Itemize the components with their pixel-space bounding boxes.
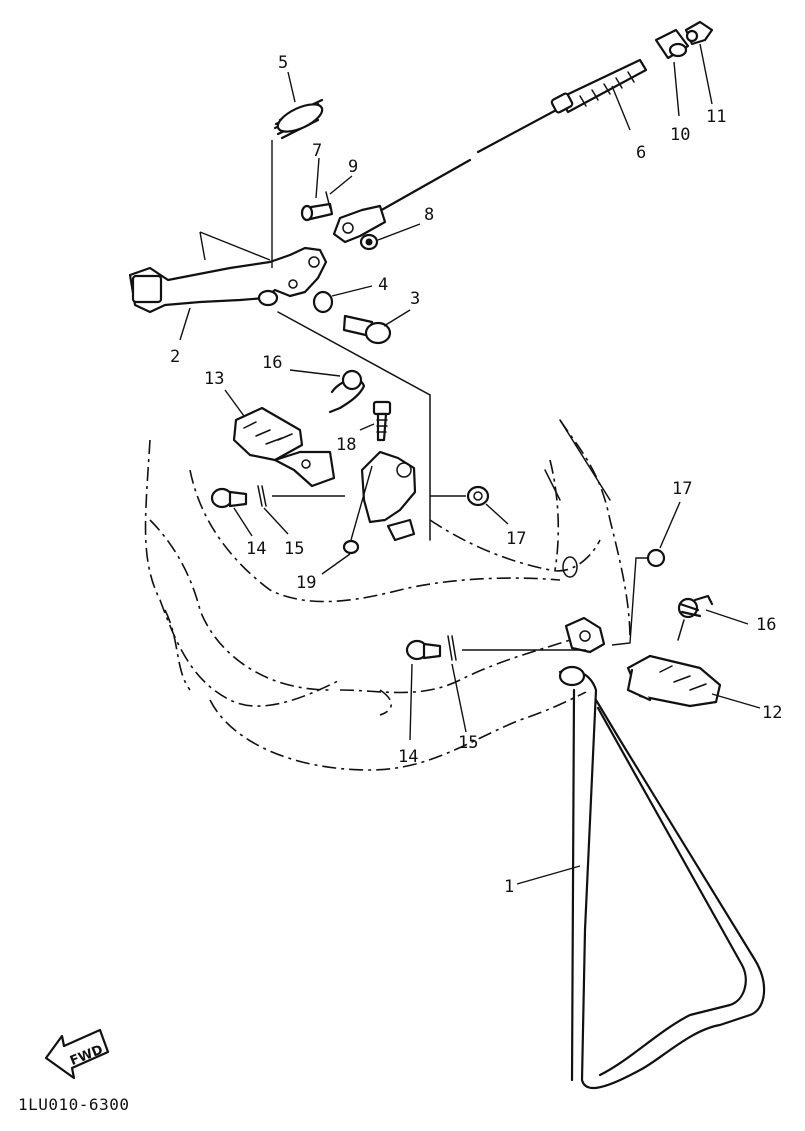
callout-2: 2 — [170, 347, 180, 367]
washer-17-upper — [466, 485, 490, 507]
side-stand — [558, 665, 766, 1090]
callout-11: 11 — [706, 107, 726, 127]
callout-17b: 17 — [672, 479, 692, 499]
diagram-code: 1LU010-6300 — [18, 1095, 129, 1114]
callout-18: 18 — [336, 435, 356, 455]
callout-15b: 15 — [458, 733, 478, 753]
callout-14a: 14 — [246, 539, 266, 559]
brake-rod — [332, 58, 648, 244]
brake-pedal — [128, 231, 328, 314]
callout-12: 12 — [762, 703, 782, 723]
callout-19: 19 — [296, 573, 316, 593]
callout-3: 3 — [410, 289, 420, 309]
return-spring — [273, 98, 324, 140]
callout-9: 9 — [348, 157, 358, 177]
callout-13: 13 — [204, 369, 224, 389]
left-footrest — [232, 369, 366, 488]
pivot-hardware — [312, 290, 392, 345]
frame-outline — [144, 419, 631, 771]
callout-14b: 14 — [398, 747, 418, 767]
callout-15a: 15 — [284, 539, 304, 559]
left-pin-set — [210, 485, 345, 509]
callout-17a: 17 — [506, 529, 526, 549]
callout-10: 10 — [670, 125, 690, 145]
right-pin-set — [405, 635, 586, 661]
callout-1: 1 — [504, 877, 514, 897]
callout-labels: 1 2 3 4 5 6 7 8 9 10 11 12 13 14 14 15 1… — [170, 53, 782, 897]
callout-5: 5 — [278, 53, 288, 73]
callout-16b: 16 — [756, 615, 776, 635]
right-footrest — [564, 548, 722, 708]
callout-4: 4 — [378, 275, 388, 295]
clevis-hardware — [300, 191, 379, 251]
callout-16a: 16 — [262, 353, 282, 373]
footrest-bracket — [277, 311, 431, 555]
bolt-18 — [372, 400, 392, 442]
callout-leaders — [179, 43, 761, 885]
callout-8: 8 — [424, 205, 434, 225]
forward-arrow: FWD — [44, 1028, 110, 1080]
adjuster-parts — [654, 20, 714, 60]
callout-7: 7 — [312, 141, 322, 161]
callout-6: 6 — [636, 143, 646, 163]
